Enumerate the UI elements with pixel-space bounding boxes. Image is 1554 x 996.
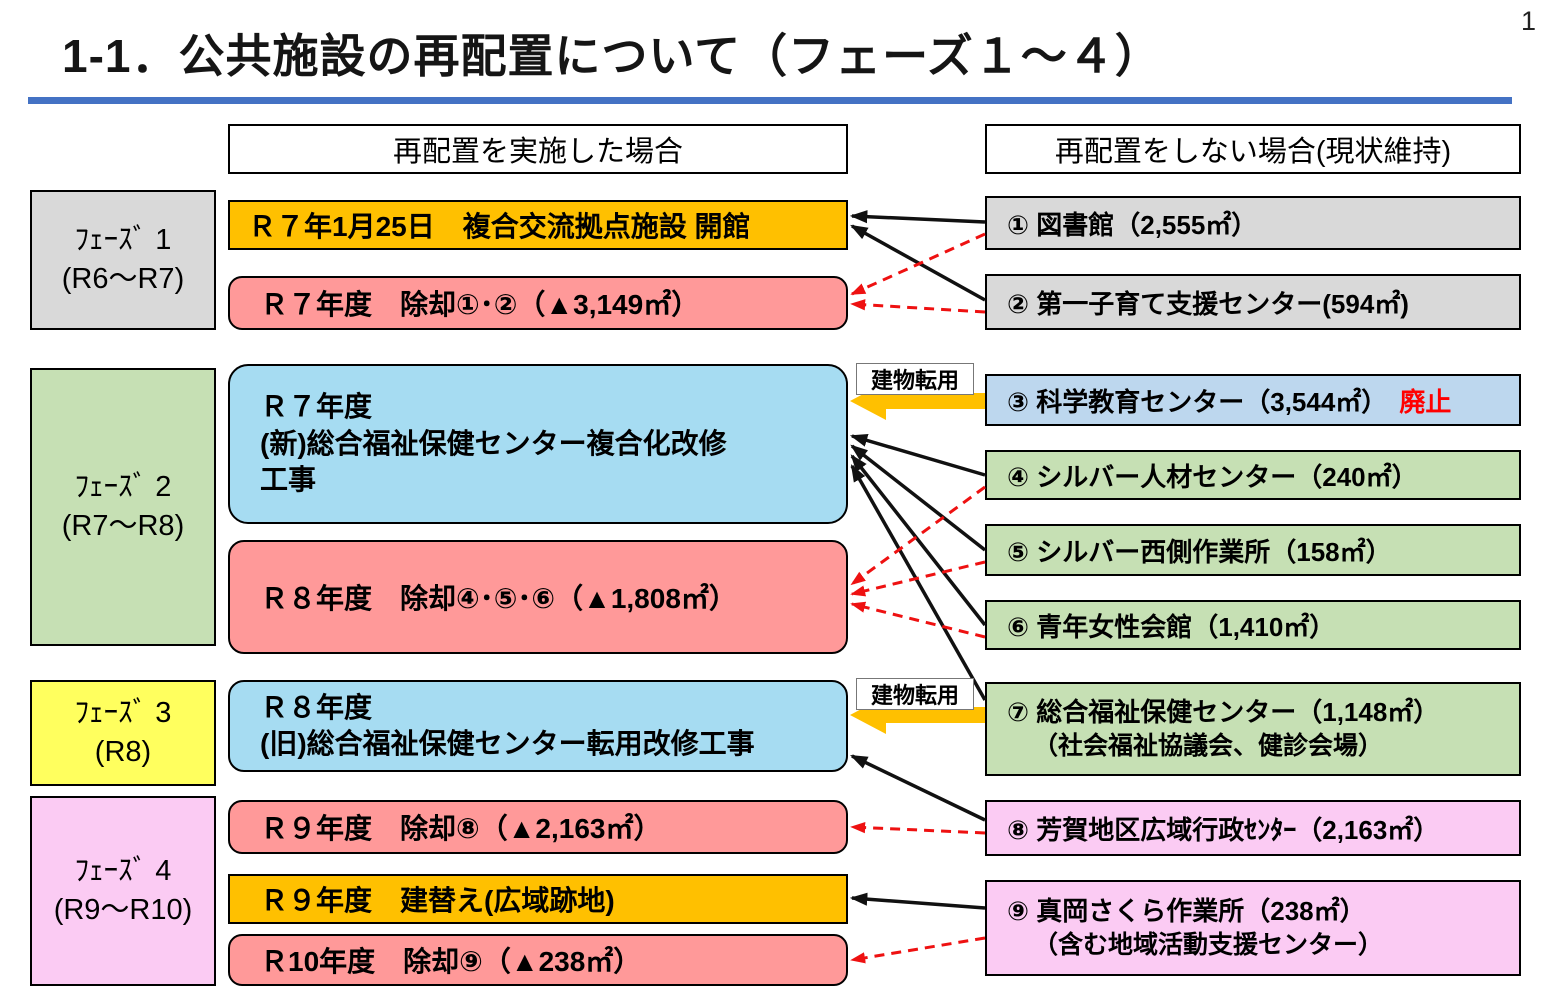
plan-box-line: Ｒ７年度: [260, 390, 373, 422]
arrow-demolish-f8-dem8: [850, 821, 986, 835]
plan-box-demolish-1-2: Ｒ７年度 除却①･②（▲3,149㎡）: [228, 276, 848, 330]
transfer-label-phase2: 建物転用: [856, 363, 974, 395]
arrow-move-f9-rebuild: [849, 892, 986, 910]
facility-2-childcare-center: ② 第一子育て支援センター(594㎡): [985, 274, 1521, 330]
phase-3-range: (R8): [94, 736, 152, 768]
page-title: 1-1．公共施設の再配置について（フェーズ１～４）: [62, 30, 1162, 82]
facility-9-moka-sakura-workshop: ⑨ 真岡さくら作業所（238㎡） （含む地域活動支援センター）: [985, 880, 1521, 976]
facility-status-abolished: 廃止: [1399, 386, 1452, 417]
facility-label: ⑥ 青年女性会館（1,410㎡）: [1007, 611, 1336, 642]
arrow-demolish-f6-dem456: [850, 601, 986, 639]
facility-label: ⑨ 真岡さくら作業所（238㎡）: [1007, 895, 1366, 926]
phase-4-box: ﾌｪｰｽﾞ 4 (R9～R10): [30, 796, 216, 986]
plan-box-demolish-4-5-6: Ｒ８年度 除却④･⑤･⑥（▲1,808㎡）: [228, 540, 848, 654]
plan-box-rebuild: Ｒ９年度 建替え(広域跡地): [228, 874, 848, 924]
page-number: 1: [1520, 6, 1536, 36]
phase-1-name: ﾌｪｰｽﾞ 1: [74, 223, 172, 256]
arrow-move-f4-renov2: [849, 434, 986, 477]
facility-label: ④ シルバー人材センター（240㎡）: [1007, 461, 1418, 492]
facility-label: ③ 科学教育センター（3,544㎡）: [1007, 386, 1388, 417]
transfer-label-phase3: 建物転用: [856, 678, 974, 710]
plan-box-old-welfare-center-conversion: Ｒ８年度 (旧)総合福祉保健センター転用改修工事: [228, 680, 848, 772]
facility-5-silver-west-workshop: ⑤ シルバー西側作業所（158㎡）: [985, 524, 1521, 576]
phase-4-name: ﾌｪｰｽﾞ 4: [74, 854, 172, 887]
facility-label: ⑤ シルバー西側作業所（158㎡）: [1007, 536, 1392, 567]
phase-1-box: ﾌｪｰｽﾞ 1 (R6～R7): [30, 190, 216, 330]
facility-sublabel: （含む地域活動支援センター）: [1033, 930, 1384, 959]
column-header-implemented: 再配置を実施した場合: [228, 124, 848, 174]
facility-1-library: ① 図書館（2,555㎡）: [985, 196, 1521, 250]
arrow-demolish-f9-dem9: [850, 936, 986, 964]
arrow-demolish-f2-dem12: [850, 299, 986, 314]
plan-box-complex-opening: Ｒ７年1月25日 複合交流拠点施設 開館: [228, 200, 848, 250]
plan-box-line: 工事: [260, 464, 317, 496]
plan-box-new-welfare-center-renovation: Ｒ７年度 (新)総合福祉保健センター複合化改修 工事: [228, 364, 848, 524]
arrow-move-f5-renov2: [850, 444, 987, 552]
phase-2-box: ﾌｪｰｽﾞ 2 (R7～R8): [30, 368, 216, 646]
facility-6-youth-women-hall: ⑥ 青年女性会館（1,410㎡）: [985, 600, 1521, 650]
arrow-move-f1-open: [849, 210, 986, 224]
plan-box-line: (旧)総合福祉保健センター転用改修工事: [260, 728, 755, 759]
plan-box-line: (新)総合福祉保健センター複合化改修: [260, 427, 727, 459]
phase-3-name: ﾌｪｰｽﾞ 3: [74, 696, 172, 729]
arrow-move-f6-renov2: [850, 454, 987, 627]
facility-label: ② 第一子育て支援センター(594㎡): [1007, 288, 1409, 319]
arrow-move-f2-open: [850, 224, 986, 302]
facility-7-welfare-health-center: ⑦ 総合福祉保健センター（1,148㎡） （社会福祉協議会、健診会場）: [985, 682, 1521, 776]
plan-box-line: Ｒ８年度: [260, 691, 373, 723]
facility-label: ① 図書館（2,555㎡）: [1007, 209, 1258, 240]
phase-2-name: ﾌｪｰｽﾞ 2: [74, 470, 172, 503]
plan-box-demolish-8: Ｒ９年度 除却⑧（▲2,163㎡）: [228, 800, 848, 854]
facility-label: ⑦ 総合福祉保健センター（1,148㎡）: [1007, 696, 1440, 727]
arrow-demolish-f5-dem456: [850, 560, 986, 597]
plan-box-demolish-9: Ｒ10年度 除却⑨（▲238㎡）: [228, 934, 848, 986]
facility-3-science-center: ③ 科学教育センター（3,544㎡） 廃止: [985, 374, 1521, 426]
title-underline: [28, 97, 1512, 104]
phase-3-box: ﾌｪｰｽﾞ 3 (R8): [30, 680, 216, 786]
facility-sublabel: （社会福祉協議会、健診会場）: [1033, 731, 1384, 760]
facility-label: ⑧ 芳賀地区広域行政ｾﾝﾀｰ（2,163㎡）: [1007, 814, 1440, 845]
facility-8-haga-regional-admin-center: ⑧ 芳賀地区広域行政ｾﾝﾀｰ（2,163㎡）: [985, 800, 1521, 856]
arrow-demolish-f4-dem456: [850, 485, 986, 586]
arrow-move-f8-renov3: [850, 754, 986, 822]
arrow-move-f7-renov2: [850, 464, 987, 701]
column-header-status-quo: 再配置をしない場合(現状維持): [985, 124, 1521, 174]
facility-4-silver-hr-center: ④ シルバー人材センター（240㎡）: [985, 450, 1521, 500]
phase-1-range: (R6～R7): [61, 263, 185, 295]
phase-2-range: (R7～R8): [61, 510, 185, 542]
arrow-demolish-f1-dem12: [850, 232, 986, 296]
phase-4-range: (R9～R10): [53, 894, 193, 926]
